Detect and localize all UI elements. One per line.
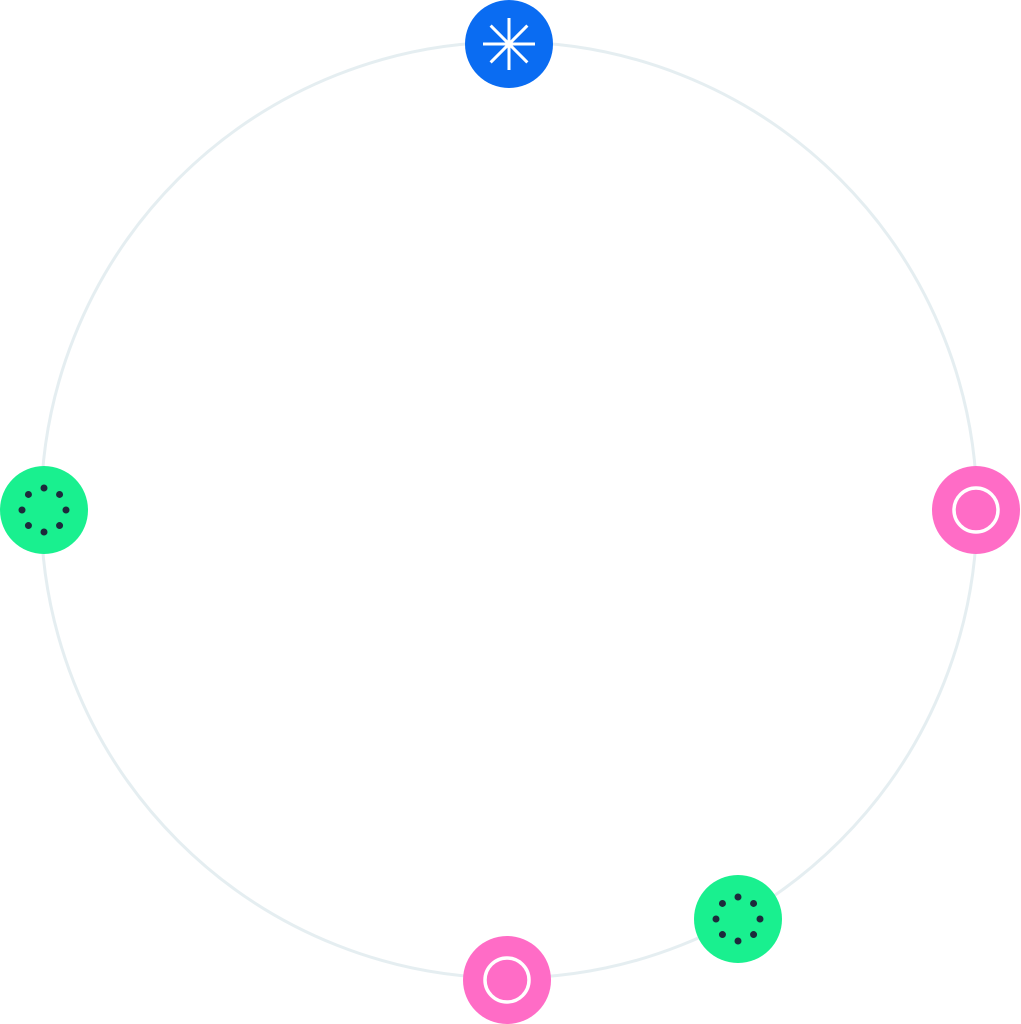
node-right [932,466,1020,554]
node-circle [0,466,88,554]
node-top [465,0,553,88]
dotted-circle-icon [712,893,764,945]
node-bottom [463,936,551,1024]
node-bottom-right [694,875,782,963]
asterisk-icon [483,18,535,70]
node-circle [932,466,1020,554]
node-circle [463,936,551,1024]
ring-icon [483,956,531,1004]
orbit-ring [39,40,979,980]
node-circle [694,875,782,963]
ring-icon [952,486,1000,534]
node-left [0,466,88,554]
dotted-circle-icon [18,484,70,536]
